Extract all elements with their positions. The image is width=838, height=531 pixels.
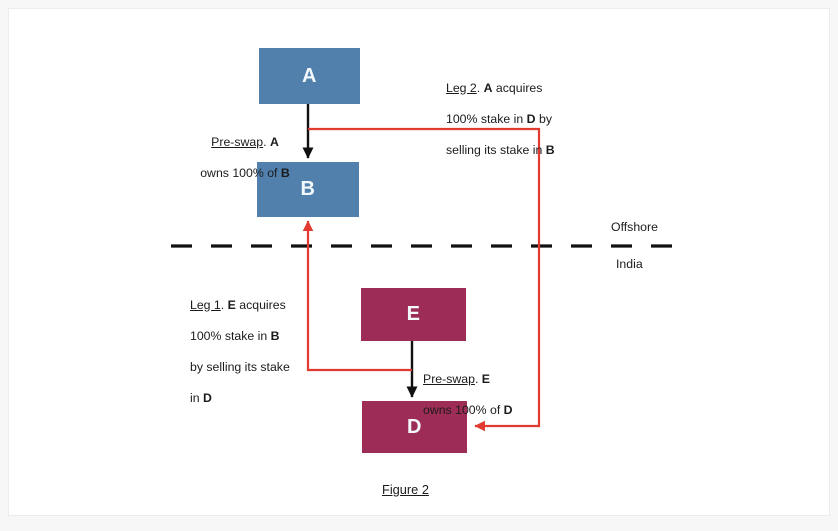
entity-label-e: E: [406, 303, 421, 325]
annotation-leg1-line4: in D: [190, 390, 212, 405]
annotation-leg1: Leg 1. E acquires 100% stake in B by sel…: [190, 282, 315, 406]
figure-canvas: A B E D Pre-swap. A owns 100% of B Leg 2…: [8, 8, 830, 516]
annotation-leg1-line1: . E acquires: [220, 297, 286, 312]
region-label-offshore: Offshore: [611, 220, 658, 234]
annotation-preswap-e: Pre-swap. E owns 100% of D: [423, 356, 548, 418]
annotation-leg2-line2: 100% stake in D by: [446, 111, 552, 126]
annotation-preswap-a-line1: . A: [263, 134, 279, 149]
entity-box-b[interactable]: B: [257, 162, 359, 217]
annotation-preswap-e-line1: . E: [474, 371, 490, 386]
entity-box-a[interactable]: A: [259, 48, 360, 104]
annotation-preswap-e-underline: Pre-swap: [423, 371, 475, 386]
annotation-preswap-e-line2: owns 100% of D: [423, 402, 513, 417]
annotation-preswap-a-underline: Pre-swap: [211, 134, 264, 149]
diagram-connectors: [171, 104, 678, 432]
entity-label-a: A: [302, 64, 317, 87]
annotation-leg2: Leg 2. A acquires 100% stake in D by sel…: [446, 65, 596, 158]
swap-path-leg2-a-to-d: [308, 127, 541, 432]
entity-label-b: B: [300, 178, 316, 200]
annotation-leg2-underline: Leg 2: [446, 80, 477, 95]
region-label-india: India: [616, 257, 643, 271]
figure-caption: Figure 2: [382, 482, 429, 497]
annotation-leg2-line3: selling its stake in B: [446, 142, 555, 157]
annotation-leg1-line3: by selling its stake: [190, 359, 290, 374]
annotation-leg1-line2: 100% stake in B: [190, 328, 280, 343]
annotation-leg2-line1: . A acquires: [476, 80, 543, 95]
annotation-leg1-underline: Leg 1: [190, 297, 221, 312]
entity-box-d[interactable]: D: [362, 401, 467, 453]
entity-label-d: D: [407, 415, 422, 438]
swap-path-leg1-e-to-b: [302, 220, 412, 372]
annotation-preswap-a-line2: owns 100% of B: [200, 165, 290, 180]
annotation-preswap-a: Pre-swap. A owns 100% of B: [186, 119, 304, 181]
entity-box-e[interactable]: E: [361, 288, 466, 341]
